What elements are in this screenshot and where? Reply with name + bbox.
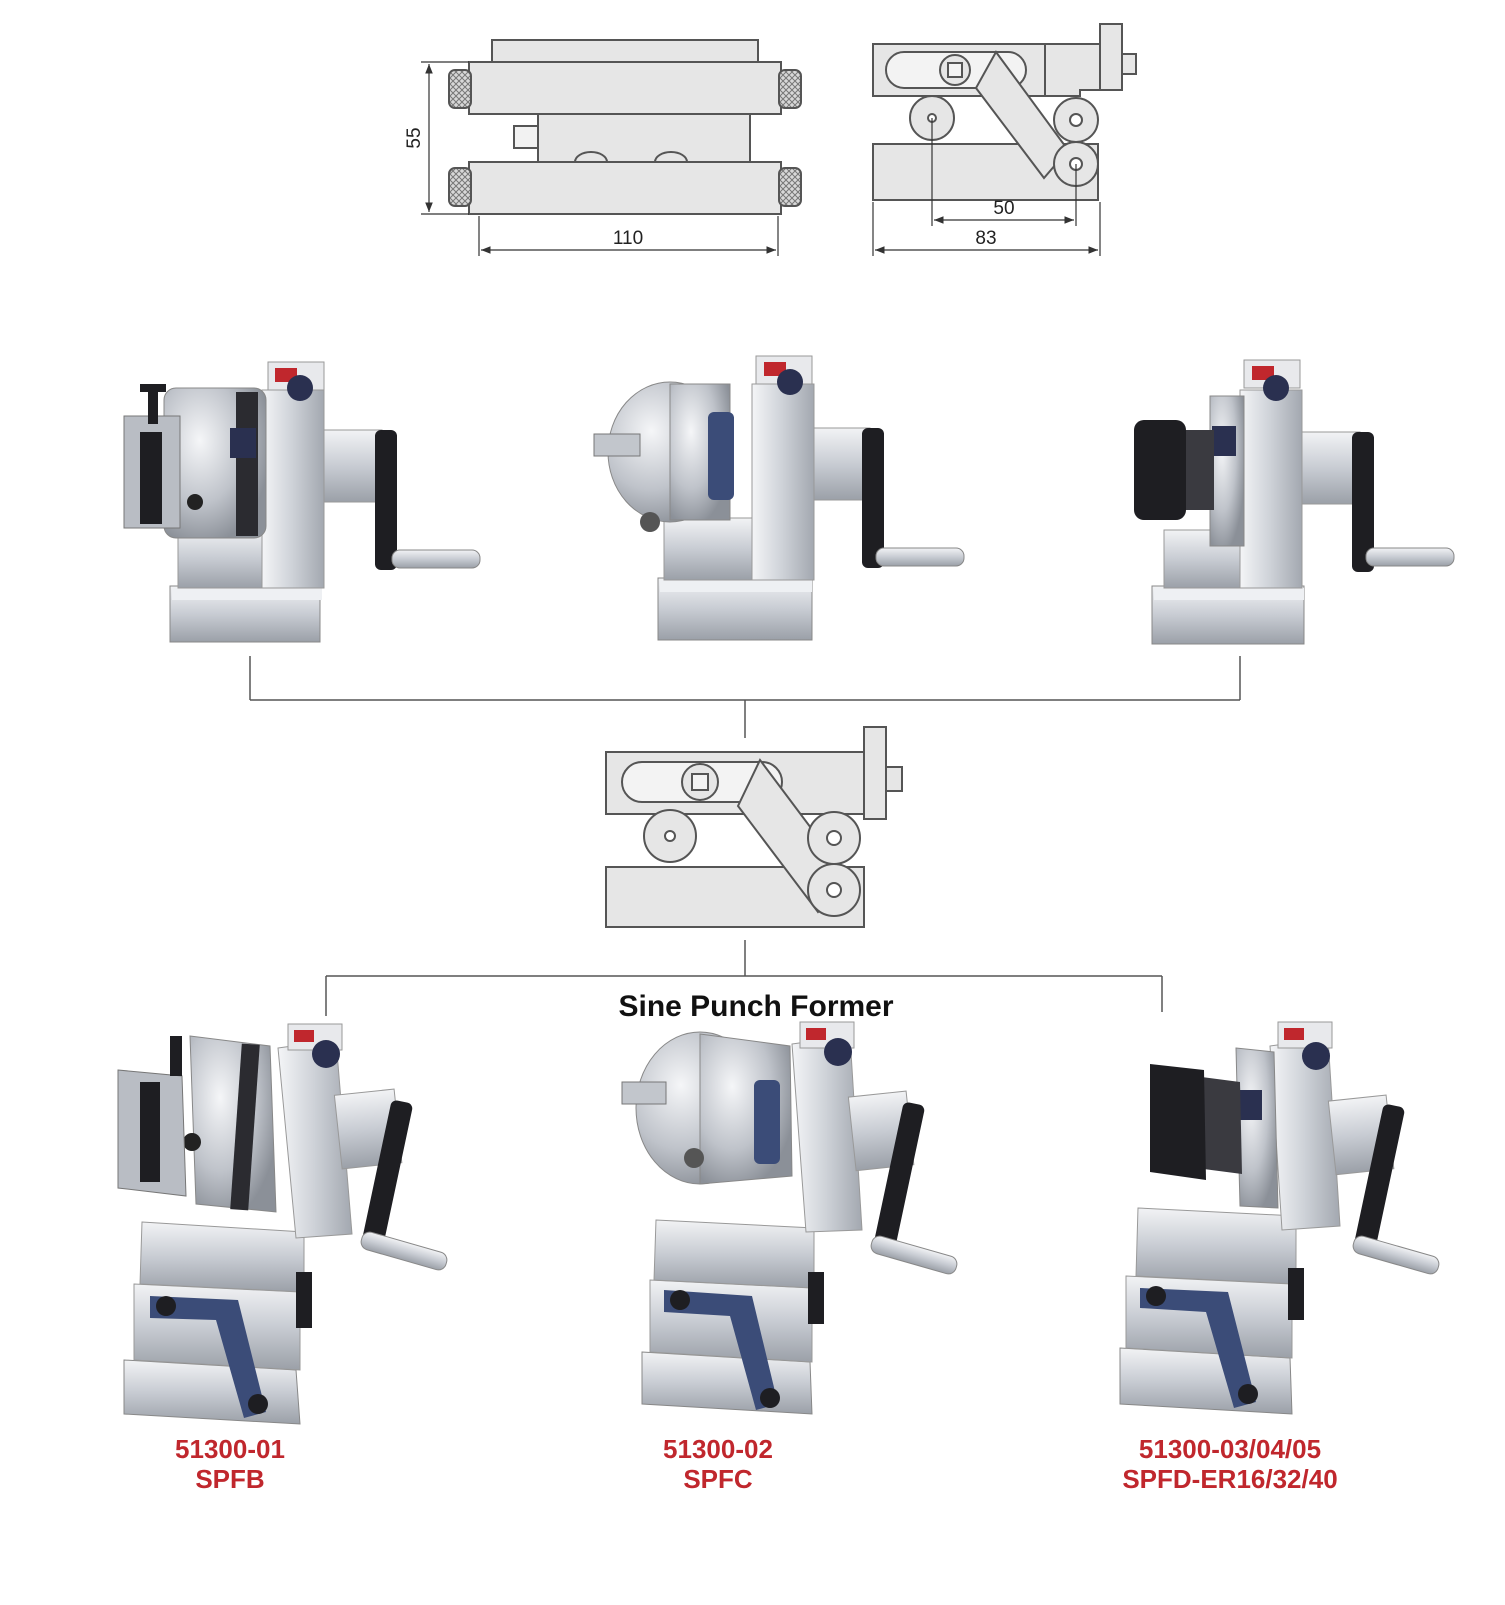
product-label-3: 51300-03/04/05 SPFD-ER16/32/40 (1060, 1434, 1400, 1494)
assembly-spfc (621, 1021, 958, 1415)
part-number: 51300-02 (663, 1434, 773, 1464)
model-name: SPFD-ER16/32/40 (1122, 1464, 1338, 1494)
top-view-drawing (448, 39, 802, 215)
connector-lines-upper (249, 656, 1241, 738)
product-label-2: 51300-02 SPFC (598, 1434, 838, 1494)
dimension-lines-top (421, 61, 779, 256)
attachment-spfd (1134, 359, 1455, 645)
assembly-spfd (1119, 1021, 1440, 1415)
dimension-lines-side (872, 118, 1101, 256)
dim-width: 83 (975, 228, 996, 249)
sine-base-drawing (605, 726, 903, 928)
part-number: 51300-03/04/05 (1138, 1434, 1322, 1464)
part-number: 51300-01 (175, 1434, 285, 1464)
assembly-spfb (117, 1023, 448, 1425)
dim-length: 110 (613, 228, 643, 249)
dim-height: 55 (404, 127, 425, 148)
model-name: SPFC (683, 1464, 753, 1494)
attachment-spfc (593, 355, 965, 641)
connector-lines-lower (325, 940, 1163, 1016)
diagram-title: Sine Punch Former (618, 990, 894, 1023)
dim-center-distance: 50 (993, 198, 1014, 219)
model-name: SPFB (195, 1464, 265, 1494)
product-label-1: 51300-01 SPFB (110, 1434, 350, 1494)
side-view-drawing (872, 23, 1137, 201)
attachment-spfb (123, 361, 481, 643)
